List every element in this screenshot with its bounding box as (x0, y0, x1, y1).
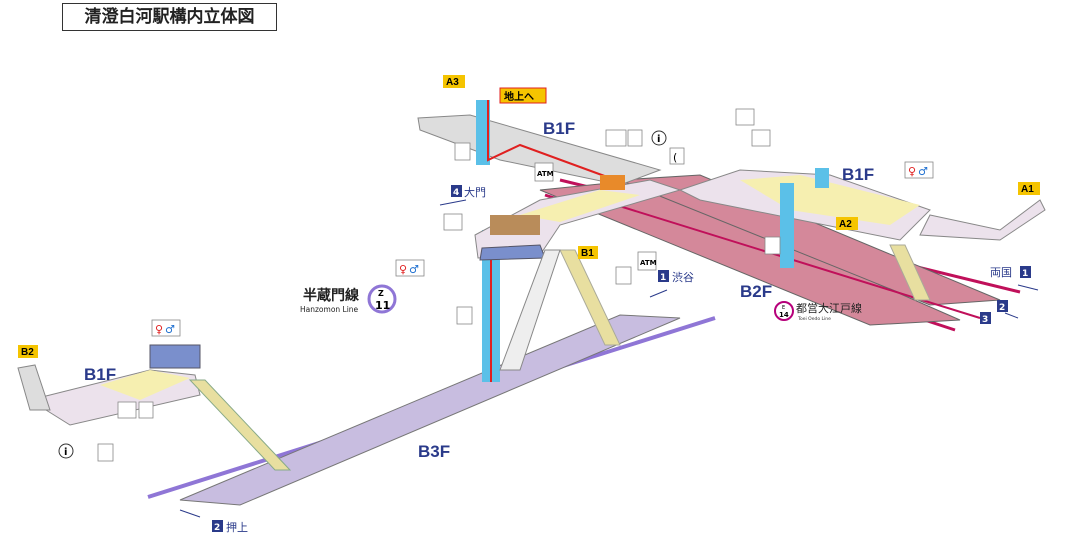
locker-icon (97, 443, 114, 462)
hanzomon-line-badge: 半蔵門線 Hanzomon Line Z 11 (300, 284, 397, 314)
svg-text:A2: A2 (839, 219, 852, 230)
ticket-machine-icon (735, 108, 771, 147)
info-icon: i (58, 443, 74, 459)
svg-text:地上へ: 地上へ (504, 90, 534, 103)
svg-text:14: 14 (779, 311, 789, 319)
direction-daimon: 4 大門 (439, 185, 486, 206)
ticket-machine-icon (605, 129, 643, 147)
locker-icon (615, 266, 632, 285)
exit-a3: A3 (443, 75, 465, 88)
direction-track-2: 2 (997, 300, 1019, 319)
svg-text:1: 1 (1022, 269, 1028, 279)
b1f-left-concourse (17, 230, 500, 471)
svg-text:3: 3 (982, 315, 988, 325)
svg-text:ATM: ATM (640, 259, 657, 267)
svg-text:都営大江戸線: 都営大江戸線 (796, 301, 862, 315)
svg-text:Z: Z (378, 289, 384, 298)
svg-text:♂: ♂ (165, 323, 175, 336)
phone-icon: ( (669, 147, 685, 165)
exit-a2: A2 (836, 217, 858, 230)
elevator-icon (456, 306, 473, 325)
exit-a1: A1 (1018, 182, 1040, 195)
svg-text:A1: A1 (1021, 184, 1034, 195)
direction-oshiage: 2 押上 (179, 509, 248, 534)
oedo-line-badge: E 14 都営大江戸線 Toei Oedo Line (774, 301, 862, 322)
svg-text:押上: 押上 (226, 520, 248, 534)
atm-icon: ATM (637, 251, 657, 271)
svg-text:♀: ♀ (155, 323, 163, 336)
svg-text:ATM: ATM (537, 170, 554, 178)
elevator-icon (454, 142, 471, 161)
restroom-icon: ♀♂ (395, 259, 425, 277)
svg-text:両国: 両国 (990, 266, 1012, 279)
page-title: 清澄白河駅構内立体図 (62, 3, 277, 31)
svg-text:1: 1 (660, 273, 666, 283)
svg-text:A3: A3 (446, 77, 459, 88)
info-icon: i (651, 130, 667, 146)
ticket-machine-icon (117, 213, 463, 419)
exit-b2: B2 (18, 345, 38, 358)
svg-text:渋谷: 渋谷 (672, 271, 694, 284)
svg-text:♀: ♀ (399, 263, 407, 276)
direction-track-3: 3 (980, 312, 991, 325)
floor-label-b2f: B2F (740, 282, 772, 301)
svg-text:♂: ♂ (918, 165, 928, 178)
svg-text:i: i (64, 447, 67, 458)
svg-text:Hanzomon Line: Hanzomon Line (300, 305, 359, 314)
b1f-center-concourse (417, 100, 682, 371)
restroom-icon: ♀♂ (904, 161, 934, 179)
svg-text:4: 4 (453, 188, 459, 198)
svg-text:Toei Oedo Line: Toei Oedo Line (797, 316, 831, 322)
direction-ryogoku: 両国 1 (990, 266, 1039, 291)
floor-label-b1f: B1F (543, 119, 575, 138)
svg-text:B2: B2 (21, 347, 34, 358)
svg-text:♂: ♂ (409, 263, 419, 276)
svg-text:♀: ♀ (908, 165, 916, 178)
svg-text:半蔵門線: 半蔵門線 (303, 287, 359, 304)
restroom-icon: ♀♂ (151, 319, 181, 337)
b3f-platform (147, 314, 716, 506)
floor-label-b3f: B3F (418, 442, 450, 461)
atm-icon: ATM (534, 162, 554, 182)
svg-text:2: 2 (214, 523, 220, 533)
floor-label-b1f: B1F (84, 365, 116, 384)
direction-shibuya: 1 渋谷 (649, 270, 694, 298)
svg-text:大門: 大門 (464, 185, 486, 199)
exit-b1: B1 (578, 246, 598, 259)
svg-text:2: 2 (999, 303, 1005, 313)
floor-label-b1f: B1F (842, 165, 874, 184)
svg-text:i: i (657, 134, 660, 145)
exit-to-ground: 地上へ (499, 87, 547, 104)
elevator-icon (764, 236, 781, 255)
svg-text:(: ( (673, 151, 677, 164)
svg-text:B1: B1 (581, 248, 594, 259)
svg-text:11: 11 (375, 299, 390, 312)
svg-text:E: E (782, 305, 785, 311)
b1f-right-concourse (678, 168, 1046, 301)
